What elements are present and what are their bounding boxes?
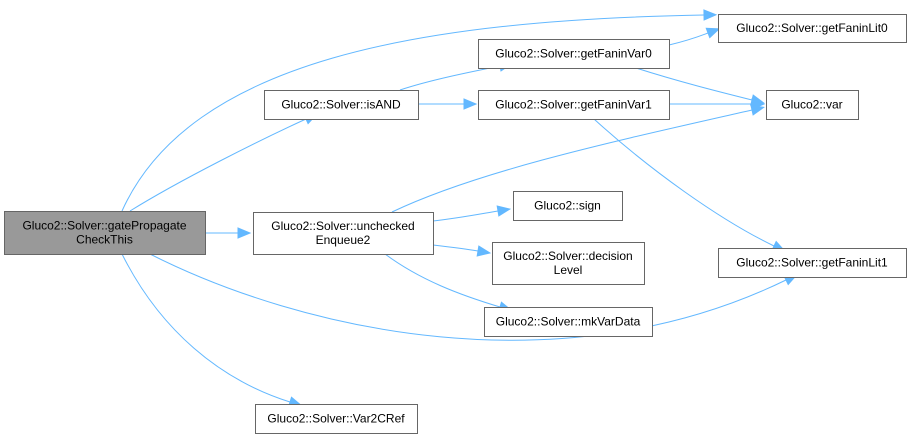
node-box xyxy=(718,14,907,43)
edge-getFaninVar0-to-getFaninLit0 xyxy=(668,32,709,46)
node-box xyxy=(4,211,206,255)
edge-root-to-isAND xyxy=(129,118,307,212)
edge-unchecked-to-decisionLevel xyxy=(432,244,479,252)
arrowhead-icon xyxy=(496,205,512,217)
arrowhead-icon xyxy=(237,227,252,239)
node-box xyxy=(264,90,419,120)
edge-root-to-getFaninLit1 xyxy=(149,253,787,341)
arrowhead-icon xyxy=(463,98,478,110)
node-sign[interactable]: Gluco2::sign xyxy=(513,191,623,221)
node-label: Gluco2::Solver::getFaninVar1 xyxy=(495,98,652,112)
edge-root-to-getFaninLit0 xyxy=(121,14,705,212)
node-getFaninLit1[interactable]: Gluco2::Solver::getFaninLit1 xyxy=(718,248,907,278)
node-label: Gluco2::var xyxy=(781,98,842,112)
edge-root-to-var2cref xyxy=(121,253,291,403)
arrowhead-icon xyxy=(750,104,765,116)
node-label: Level xyxy=(554,263,583,277)
edge-getFaninVar0-to-var xyxy=(635,67,753,101)
node-getFaninVar1[interactable]: Gluco2::Solver::getFaninVar1 xyxy=(478,90,670,120)
node-label: Gluco2::sign xyxy=(534,199,601,213)
node-box xyxy=(255,404,418,434)
node-label: Gluco2::Solver::gatePropagate xyxy=(22,219,186,233)
node-label: Gluco2::Solver::unchecked xyxy=(271,219,414,233)
arrowhead-icon xyxy=(705,27,721,39)
edge-unchecked-to-sign xyxy=(432,210,499,222)
node-label: Enqueue2 xyxy=(316,233,371,247)
node-box xyxy=(478,39,670,69)
arrowhead-icon xyxy=(476,245,492,257)
edge-unchecked-to-mkVarData xyxy=(384,253,501,308)
node-box xyxy=(766,90,859,120)
node-getFaninLit0[interactable]: Gluco2::Solver::getFaninLit0 xyxy=(718,14,907,43)
node-var[interactable]: Gluco2::var xyxy=(766,90,859,120)
node-isAND[interactable]: Gluco2::Solver::isAND xyxy=(264,90,419,120)
node-mkVarData[interactable]: Gluco2::Solver::mkVarData xyxy=(484,307,653,337)
node-box xyxy=(253,212,434,255)
node-getFaninVar0[interactable]: Gluco2::Solver::getFaninVar0 xyxy=(478,39,670,69)
node-label: Gluco2::Solver::Var2CRef xyxy=(267,412,405,426)
node-box xyxy=(718,248,907,278)
node-label: CheckThis xyxy=(76,233,133,247)
node-box xyxy=(484,307,653,337)
node-box xyxy=(513,191,623,221)
node-label: Gluco2::Solver::decision xyxy=(503,249,632,263)
node-label: Gluco2::Solver::getFaninLit1 xyxy=(736,256,888,270)
node-label: Gluco2::Solver::getFaninLit0 xyxy=(736,21,888,35)
node-box xyxy=(492,242,645,285)
arrowhead-icon xyxy=(703,9,718,21)
edge-unchecked-to-var xyxy=(391,109,753,213)
node-var2cref[interactable]: Gluco2::Solver::Var2CRef xyxy=(255,404,418,434)
node-label: Gluco2::Solver::getFaninVar0 xyxy=(495,47,652,61)
edge-isAND-to-getFaninVar0 xyxy=(399,65,501,91)
edge-getFaninVar1-to-getFaninLit1 xyxy=(593,118,775,247)
node-box xyxy=(478,90,670,120)
node-label: Gluco2::Solver::mkVarData xyxy=(496,315,641,329)
node-label: Gluco2::Solver::isAND xyxy=(281,98,401,112)
